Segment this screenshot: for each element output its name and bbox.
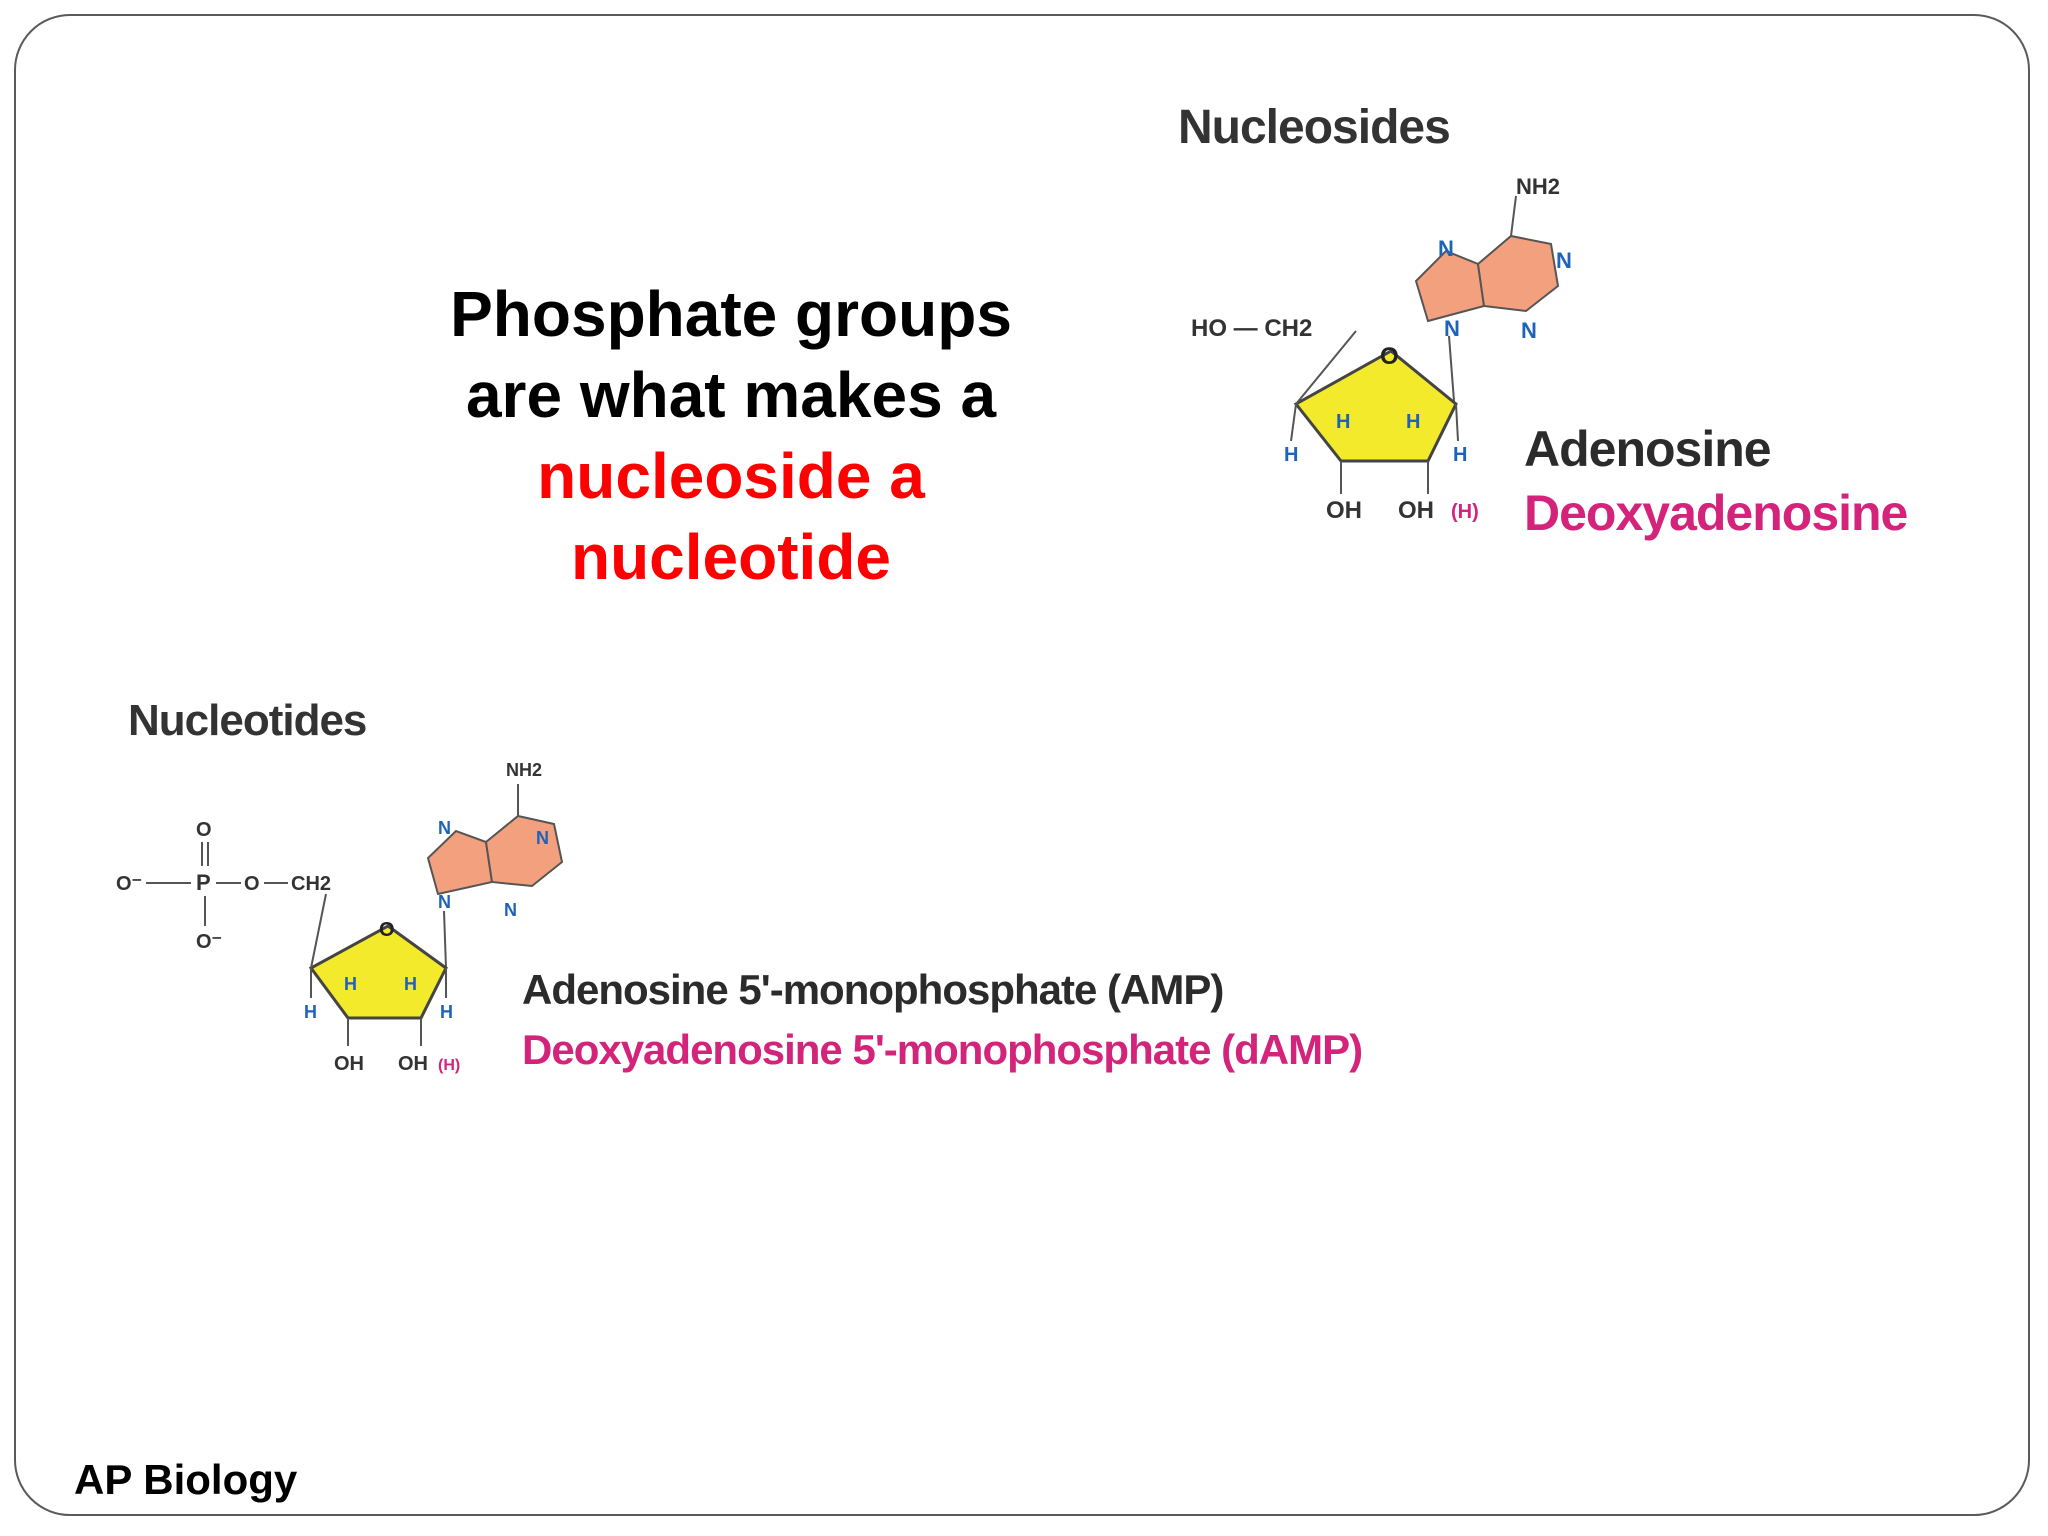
headline-line-4: nucleotide [570, 521, 892, 593]
ribose-sugar: O H H H H OH OH (H) HO — CH2 [1191, 315, 1479, 524]
oh-label: OH [398, 1053, 428, 1075]
h-label: H [440, 1002, 453, 1022]
h-label: H [1406, 411, 1420, 433]
phosphate-p-label: P [196, 870, 211, 895]
n-label: N [504, 900, 517, 920]
n-label: N [1556, 248, 1572, 273]
phosphate-o-minus-label: O⁻ [196, 931, 222, 953]
adenosine-label: Adenosine [1524, 421, 1772, 477]
phosphate-o-label: O [244, 873, 260, 895]
h-label: H [404, 974, 417, 994]
n-label: N [1444, 316, 1460, 341]
nh2-label: NH2 [1516, 174, 1560, 199]
amp-structure: O P O⁻ O CH2 O⁻ NH2 N N N N [116, 760, 564, 1075]
ch2-label: CH2 [291, 873, 331, 895]
amp-label: Adenosine 5'-monophosphate (AMP) [522, 966, 1224, 1013]
deoxyadenosine-label: Deoxyadenosine [1524, 485, 1908, 541]
phosphate-o-minus-label: O⁻ [116, 873, 142, 895]
footer-course-label: AP Biology [74, 1456, 298, 1503]
adenine-base: NH2 N N N N [426, 760, 564, 969]
n-label: N [1521, 318, 1537, 343]
h-paren-label: (H) [438, 1057, 460, 1074]
ring-o-label: O [1380, 343, 1399, 370]
ring-o-label: O [379, 919, 395, 941]
headline-line-3: nucleoside a [537, 440, 925, 512]
n-label: N [1438, 236, 1454, 261]
h-label: H [1284, 444, 1298, 466]
oh-label: OH [334, 1053, 364, 1075]
damp-label: Deoxyadenosine 5'-monophosphate (dAMP) [522, 1026, 1363, 1073]
nucleotides-title: Nucleotides [128, 696, 367, 745]
phosphate-o-label: O [196, 819, 212, 841]
adenosine-structure: NH2 N N N N O H H H H OH OH (H) HO — CH2 [1191, 174, 1572, 524]
h-label: H [344, 974, 357, 994]
oh-label: OH [1326, 497, 1362, 524]
ho-ch2-label: HO — CH2 [1191, 315, 1312, 342]
headline-line-1: Phosphate groups [450, 278, 1012, 350]
h-label: H [304, 1002, 317, 1022]
nucleosides-title: Nucleosides [1178, 101, 1451, 154]
h-label: H [1336, 411, 1350, 433]
oh-label: OH [1398, 497, 1434, 524]
nh2-label: NH2 [506, 760, 542, 780]
h-label: H [1453, 444, 1467, 466]
headline-line-2: are what makes a [465, 359, 997, 431]
h-paren-label: (H) [1451, 501, 1479, 523]
n-label: N [536, 828, 549, 848]
phosphate-group: O P O⁻ O CH2 O⁻ [116, 819, 331, 953]
adenine-base: NH2 N N N N [1414, 174, 1572, 402]
n-label: N [438, 818, 451, 838]
n-label: N [438, 892, 451, 912]
headline: Phosphate groups are what makes a nucleo… [376, 274, 1086, 598]
ribose-sugar: O H H H H OH OH (H) [304, 893, 460, 1075]
slide: Phosphate groups are what makes a nucleo… [14, 14, 2030, 1516]
